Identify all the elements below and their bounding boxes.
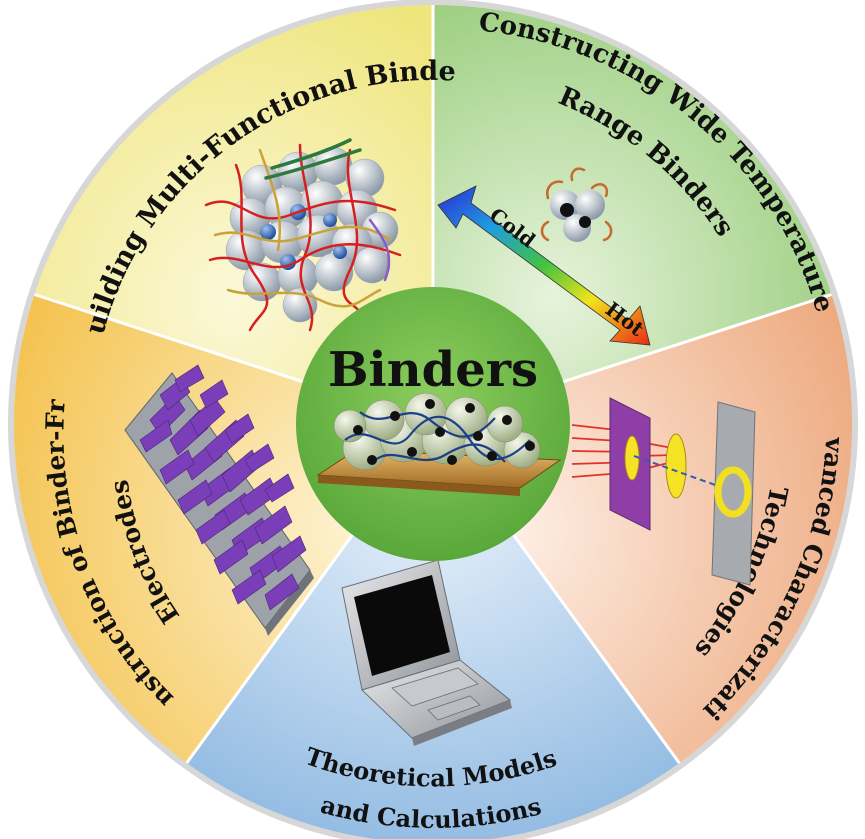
segment-wide-temperature-binders	[433, 4, 832, 424]
molecule-icon	[540, 167, 613, 242]
multi-functional-binder-network-icon	[204, 138, 402, 332]
binder-particles-on-substrate-icon	[316, 392, 562, 496]
temperature-gradient-arrow	[437, 185, 651, 346]
optical-characterization-icon	[571, 397, 756, 586]
binder-free-electrode-icon	[124, 364, 314, 636]
center-title: Binders	[328, 342, 538, 398]
laptop-icon	[341, 559, 512, 746]
